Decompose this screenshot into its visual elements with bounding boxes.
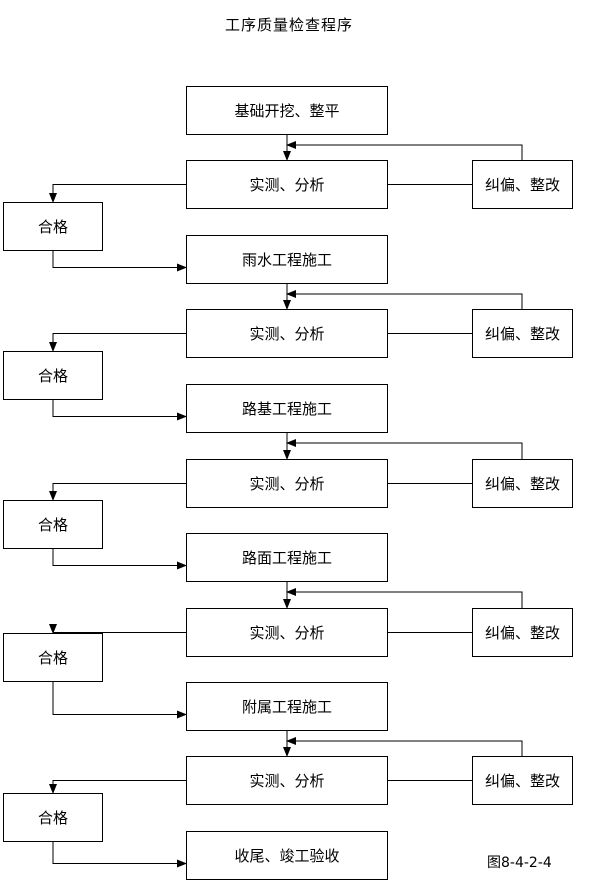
process-box: 路面工程施工 (186, 533, 388, 582)
feedback-arrow (286, 290, 523, 309)
next-step-arrow (52, 400, 187, 421)
process-box: 附属工程施工 (186, 682, 388, 731)
feedback-arrow (286, 588, 523, 608)
inspect-box: 实测、分析 (186, 309, 388, 358)
pass-branch-arrow (49, 483, 186, 501)
feedback-arrow (286, 439, 523, 459)
pass-box: 合格 (3, 633, 103, 682)
pass-box: 合格 (3, 500, 103, 549)
figure-label: 图8-4-2-4 (487, 855, 552, 871)
inspect-box: 实测、分析 (186, 756, 388, 805)
next-step-arrow (52, 251, 187, 272)
pass-box: 合格 (3, 351, 103, 400)
next-step-arrow (52, 842, 187, 868)
pass-branch-arrow (49, 780, 186, 794)
pass-box: 合格 (3, 202, 103, 251)
next-step-arrow (52, 549, 187, 570)
correction-box: 纠偏、整改 (472, 309, 573, 358)
feedback-arrow (286, 737, 523, 756)
pass-box: 合格 (3, 793, 103, 842)
correction-box: 纠偏、整改 (472, 160, 573, 209)
next-step-arrow (52, 682, 187, 719)
diagram-title: 工序质量检查程序 (224, 16, 353, 34)
correction-box: 纠偏、整改 (472, 459, 573, 508)
process-box: 基础开挖、整平 (186, 86, 388, 135)
pass-branch-arrow (49, 333, 186, 352)
correction-box: 纠偏、整改 (472, 756, 573, 805)
process-box: 雨水工程施工 (186, 235, 388, 284)
process-box: 路基工程施工 (186, 384, 388, 433)
inspect-box: 实测、分析 (186, 459, 388, 508)
feedback-arrow (286, 141, 523, 160)
pass-branch-arrow (49, 184, 186, 203)
correction-box: 纠偏、整改 (472, 608, 573, 657)
pass-branch-arrow (49, 624, 186, 634)
final-acceptance-box: 收尾、竣工验收 (186, 831, 388, 880)
inspect-box: 实测、分析 (186, 608, 388, 657)
inspect-box: 实测、分析 (186, 160, 388, 209)
